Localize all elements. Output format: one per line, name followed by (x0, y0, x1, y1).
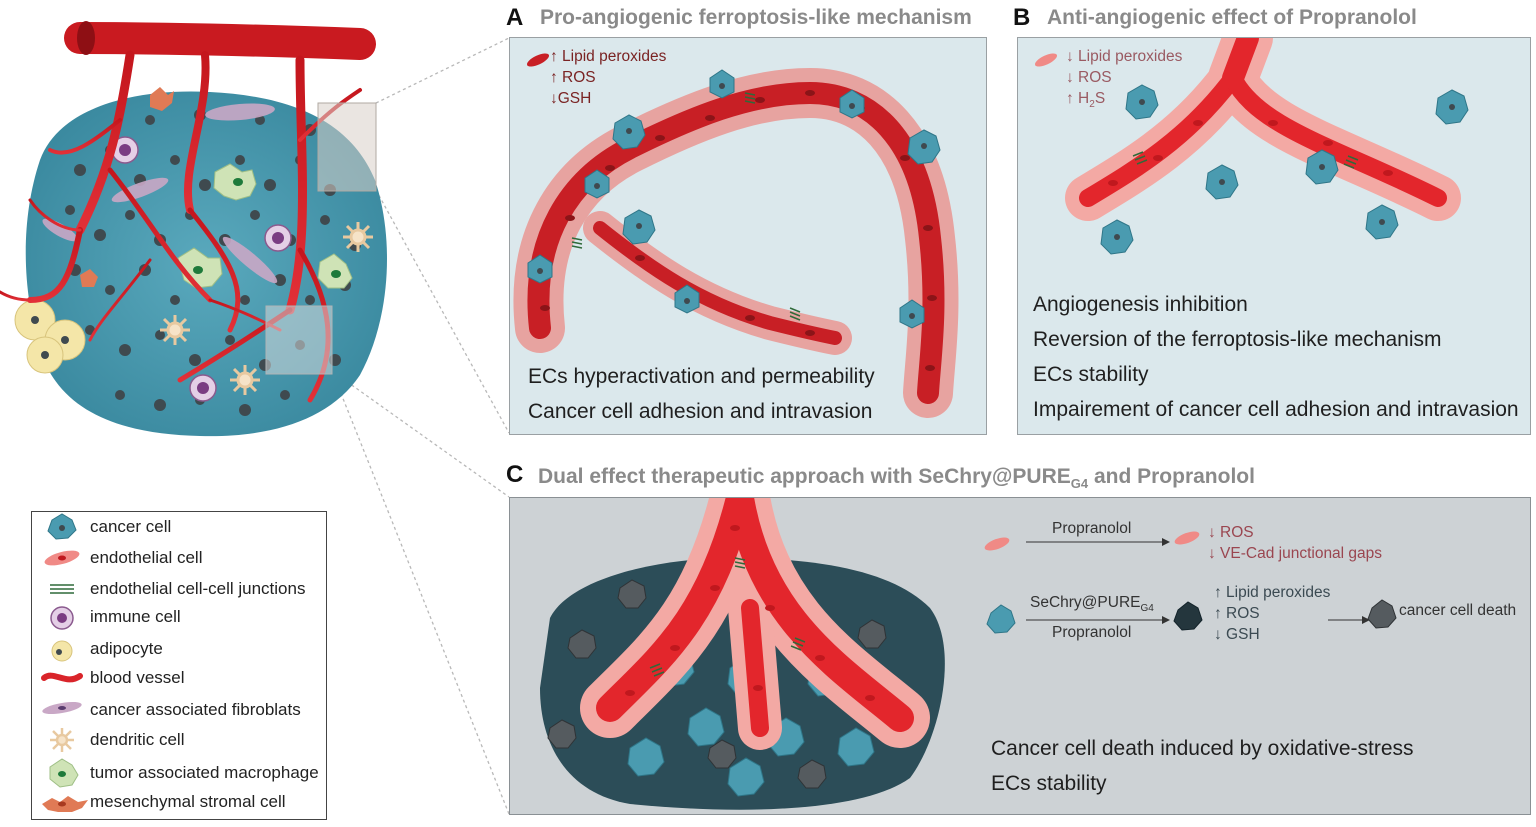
panel-c-outcome-1: Cancer cell death induced by oxidative-s… (991, 737, 1414, 760)
panel-b-vessel-illustration (1034, 38, 1469, 255)
panel-b-stat-h2s: ↑ H2S (1066, 90, 1106, 111)
legend-label-cancer-cell: cancer cell (90, 517, 172, 536)
dendritic-cell-icon (50, 728, 74, 752)
legend-label-endothelial-cell: endothelial cell (90, 548, 203, 567)
panel-b-outcome-2: Reversion of the ferroptosis-like mechan… (1033, 328, 1442, 351)
adipocyte-icon (51, 640, 73, 662)
legend-label-stromal-cell: mesenchymal stromal cell (90, 792, 286, 811)
zoom-box-c (265, 305, 333, 375)
panel-b-outcome-3: ECs stability (1033, 363, 1149, 386)
legend-label-fibroblast: cancer associated fibroblats (90, 700, 301, 719)
legend-label-immune-cell: immune cell (90, 607, 181, 626)
panel-b-outcome-4: Impairement of cancer cell adhesion and … (1033, 398, 1519, 421)
junction-icon (50, 584, 74, 594)
zoom-box-a (317, 102, 377, 192)
panel-a-title: Pro-angiogenic ferroptosis-like mechanis… (540, 6, 972, 29)
panel-a-outcome-1: ECs hyperactivation and permeability (528, 365, 875, 388)
panel-a-outcome-2: Cancer cell adhesion and intravasion (528, 400, 873, 423)
immune-cell-icon (50, 606, 74, 630)
zoom-connector-lines (331, 37, 510, 815)
stat-endothelial-icon (526, 53, 550, 67)
endothelial-cell-icon (44, 550, 80, 566)
panel-c-title: Dual effect therapeutic approach with Se… (538, 465, 1255, 492)
stat-endothelial-icon-b (1034, 53, 1058, 67)
panel-b-stat-ros: ↓ ROS (1066, 69, 1112, 86)
row1-effect-ros: ↓ ROS (1208, 524, 1254, 541)
row1-result-endothelial-icon (1174, 531, 1200, 545)
panel-b-title: Anti-angiogenic effect of Propranolol (1047, 6, 1417, 29)
row2-drug2-label: Propranolol (1052, 624, 1132, 641)
row1-drug-label: Propranolol (1052, 520, 1132, 537)
row1-effect-vecad: ↓ VE-Cad junctional gaps (1208, 545, 1383, 562)
cancer-cell-icon (47, 513, 77, 540)
vessel-opening (77, 21, 95, 55)
panel-a-stat-lipid: ↑ Lipid peroxides (550, 48, 667, 65)
row2-effect-gsh: ↓ GSH (1214, 626, 1260, 643)
row2-effect-ros: ↑ ROS (1214, 605, 1260, 622)
legend-box: cancer cell endothelial cell endothelial… (31, 511, 327, 820)
panel-b-outcome-1: Angiogenesis inhibition (1033, 293, 1248, 316)
panel-c-box: Propranolol ↓ ROS ↓ VE-Cad junctional ga… (509, 497, 1531, 815)
panel-b-stat-lipid: ↓ Lipid peroxides (1066, 48, 1183, 65)
row2-cancer-cell-icon (986, 604, 1016, 634)
panel-b-box: ↓ Lipid peroxides ↓ ROS ↑ H2S Angiogenes… (1017, 37, 1531, 435)
panel-a-box: ↑ Lipid peroxides ↑ ROS ↓GSH ECs hyperac… (509, 37, 987, 435)
legend-label-macrophage: tumor associated macrophage (90, 763, 319, 782)
legend-label-dendritic-cell: dendritic cell (90, 730, 185, 749)
panel-a-vessel-illustration (513, 53, 959, 418)
panel-c-outcome-2: ECs stability (991, 772, 1107, 795)
stromal-cell-icon (42, 796, 88, 812)
legend-icons (41, 513, 88, 812)
blood-vessel-icon (41, 672, 83, 683)
panel-a-letter: A (506, 4, 524, 31)
fibroblast-icon (42, 701, 82, 715)
panel-c-letter: C (506, 461, 524, 488)
blood-vessel-tree (0, 22, 376, 403)
panel-c-tumor-illustration (540, 498, 1397, 810)
legend-label-adipocyte: adipocyte (90, 639, 163, 658)
legend-label-blood-vessel: blood vessel (90, 668, 185, 687)
panel-a-stat-gsh: ↓GSH (550, 90, 592, 107)
legend-label-junctions: endothelial cell-cell junctions (90, 579, 306, 598)
panel-a-stat-ros: ↑ ROS (550, 69, 596, 86)
row2-dead-cell-icon (1367, 599, 1397, 629)
row2-result-label: cancer cell death (1399, 602, 1517, 619)
panel-b-letter: B (1013, 4, 1031, 31)
row2-drug-label: SeChry@PUREG4 (1030, 594, 1154, 615)
row1-endothelial-icon (984, 537, 1010, 551)
macrophage-icon (49, 758, 79, 788)
row2-stressed-cell-icon (1173, 601, 1203, 631)
row2-effect-lipid: ↑ Lipid peroxides (1214, 584, 1331, 601)
